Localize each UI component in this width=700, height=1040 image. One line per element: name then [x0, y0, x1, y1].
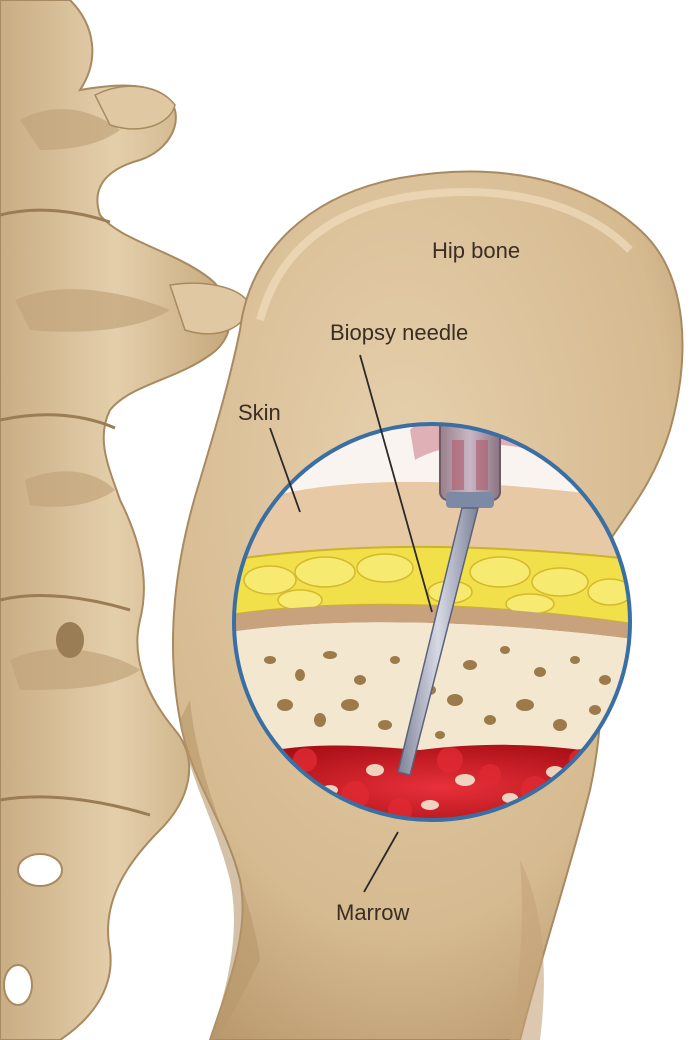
marrow-leader-line	[363, 831, 399, 893]
circle-border	[232, 422, 632, 822]
label-skin: Skin	[238, 400, 281, 425]
label-biopsy-needle: Biopsy needle	[330, 320, 468, 345]
needle-shaft	[397, 507, 479, 776]
skin-leader-line	[269, 427, 301, 513]
spine	[0, 0, 251, 1040]
skin-layer	[234, 481, 630, 560]
needle-leader-line	[359, 354, 433, 613]
leader-lines	[269, 354, 433, 893]
label-marrow: Marrow	[336, 900, 409, 925]
label-hip-bone: Hip bone	[432, 238, 520, 263]
